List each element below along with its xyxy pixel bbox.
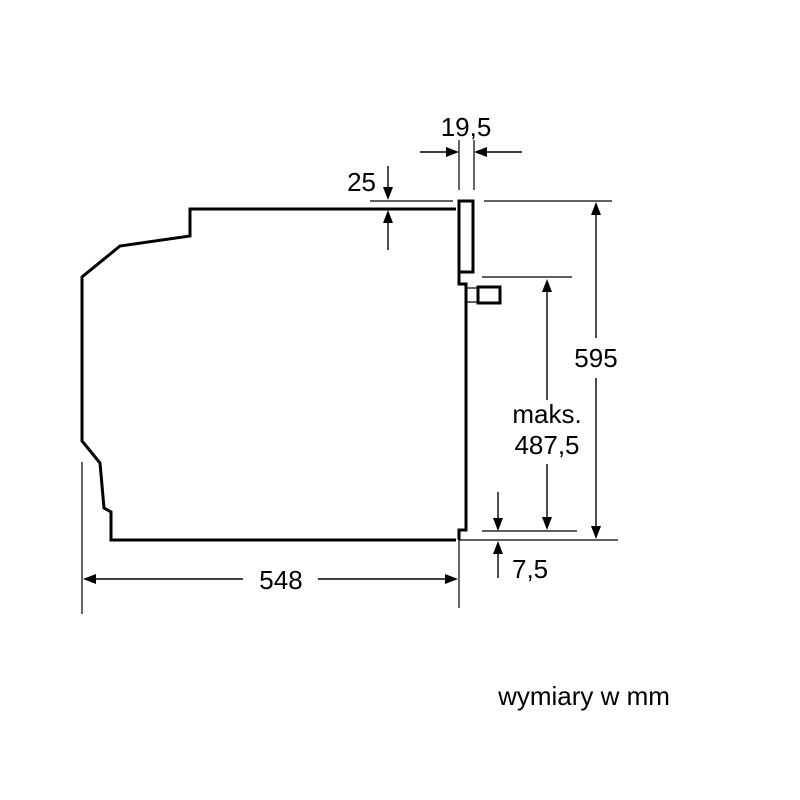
arrow-7-5-down — [493, 518, 503, 531]
arrow-19-5-right — [474, 147, 487, 157]
arrow-595-up — [591, 202, 601, 215]
units-caption: wymiary w mm — [497, 681, 670, 711]
arrow-25-down — [383, 187, 393, 200]
label-inner-max-prefix: maks. — [512, 399, 581, 429]
door-front — [457, 272, 468, 540]
label-top-offset: 25 — [347, 167, 376, 197]
door-handle — [476, 285, 502, 305]
label-total-height: 595 — [574, 343, 617, 373]
arrow-19-5-left — [446, 147, 459, 157]
arrow-487-up — [542, 279, 552, 292]
label-bottom-offset: 7,5 — [512, 554, 548, 584]
control-panel-front — [457, 199, 475, 274]
arrow-487-down — [542, 517, 552, 530]
arrow-25-up — [383, 210, 393, 223]
label-depth: 548 — [259, 565, 302, 595]
label-inner-max-value: 487,5 — [514, 430, 579, 460]
arrow-548-left — [83, 574, 96, 584]
arrow-7-5-up — [493, 541, 503, 554]
arrow-595-down — [591, 526, 601, 539]
label-gap-top: 19,5 — [441, 112, 492, 142]
oven-body-outline — [80, 207, 456, 542]
arrow-548-right — [445, 574, 458, 584]
